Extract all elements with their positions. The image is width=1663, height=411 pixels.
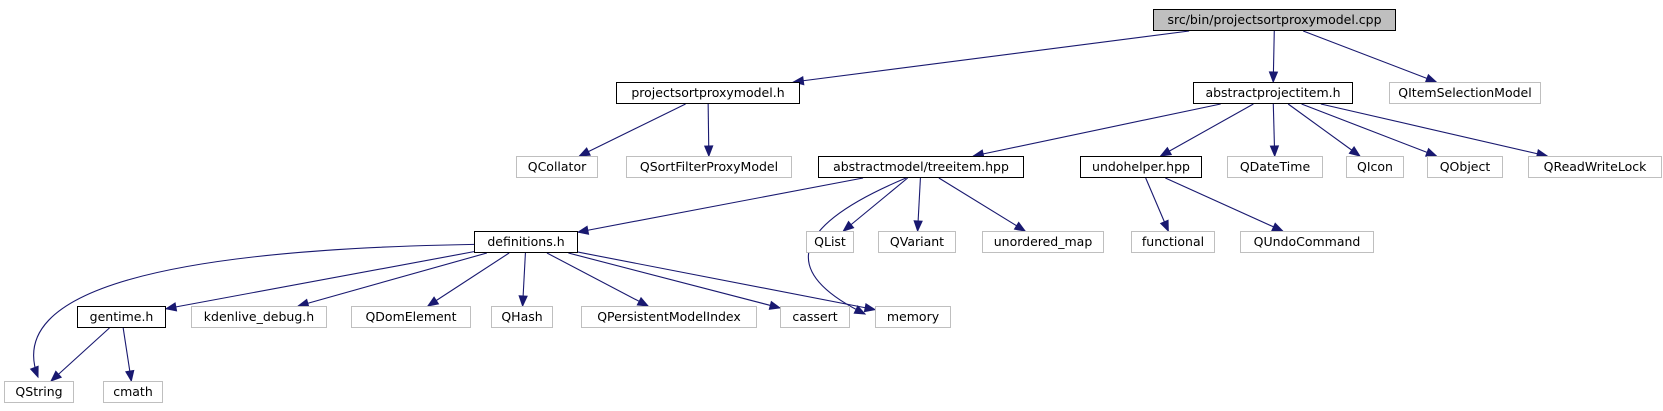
node-qstring: QString [4,381,74,403]
node-api-h[interactable]: abstractprojectitem.h [1193,82,1353,104]
edge-treeitem-to-qvariant [913,177,923,233]
node-gentime[interactable]: gentime.h [77,306,166,328]
edge-treeitem-to-qlist [842,177,909,232]
edge-api-h-to-undohelper [1159,103,1254,157]
edge-definitions-to-memory [577,251,877,313]
edge-root-to-qism [1303,30,1438,83]
edge-api-h-to-qdatetime [1269,103,1280,158]
node-qobject: QObject [1427,156,1503,178]
node-undohelper[interactable]: undohelper.hpp [1080,156,1202,178]
node-definitions[interactable]: definitions.h [474,231,578,253]
edge-definitions-to-qdom [426,252,510,307]
node-memory: memory [875,306,951,328]
edge-definitions-to-qhash [518,252,528,308]
node-root[interactable]: src/bin/projectsortproxymodel.cpp [1153,9,1396,31]
edge-definitions-to-qstring [29,243,509,379]
node-qsfpm: QSortFilterProxyModel [626,156,792,178]
node-qpmi: QPersistentModelIndex [581,306,757,328]
node-psp-h[interactable]: projectsortproxymodel.h [616,82,800,104]
edge-definitions-to-qpmi [546,252,650,307]
edge-treeitem-to-unordered-map [938,177,1027,232]
edge-api-h-to-qobject [1301,103,1438,157]
node-qcollator: QCollator [516,156,598,178]
edge-definitions-to-gentime [164,251,475,312]
node-qdatetime: QDateTime [1227,156,1323,178]
node-functional: functional [1131,231,1215,253]
edge-root-to-api-h [1268,30,1279,84]
node-qhash: QHash [491,306,553,328]
edge-api-h-to-qrwl [1320,103,1549,159]
node-cassert: cassert [780,306,850,328]
node-kdebug: kdenlive_debug.h [191,306,327,328]
node-qism: QItemSelectionModel [1389,82,1541,104]
edge-gentime-to-cmath [122,327,135,383]
edge-treeitem-to-definitions [576,177,864,235]
node-unordered-map: unordered_map [982,231,1104,253]
node-qvariant: QVariant [878,231,956,253]
node-qrwl: QReadWriteLock [1528,156,1662,178]
edge-api-h-to-qicon [1287,103,1361,157]
edge-psp-h-to-qcollator [578,103,686,157]
edge-gentime-to-qstring [50,327,110,382]
edge-psp-h-to-qsfpm [703,103,714,158]
edge-undohelper-to-functional [1145,177,1169,233]
node-qdom: QDomElement [351,306,471,328]
node-qlist: QList [806,231,854,253]
node-qicon: QIcon [1346,156,1404,178]
node-qundo: QUndoCommand [1240,231,1374,253]
edge-definitions-to-cassert [568,252,782,310]
node-cmath: cmath [103,381,163,403]
edge-undohelper-to-qundo [1165,177,1284,232]
edge-root-to-psp-h [792,30,1190,86]
edge-definitions-to-kdebug [296,252,487,308]
edge-api-h-to-treeitem [972,103,1221,159]
node-treeitem[interactable]: abstractmodel/treeitem.hpp [818,156,1024,178]
